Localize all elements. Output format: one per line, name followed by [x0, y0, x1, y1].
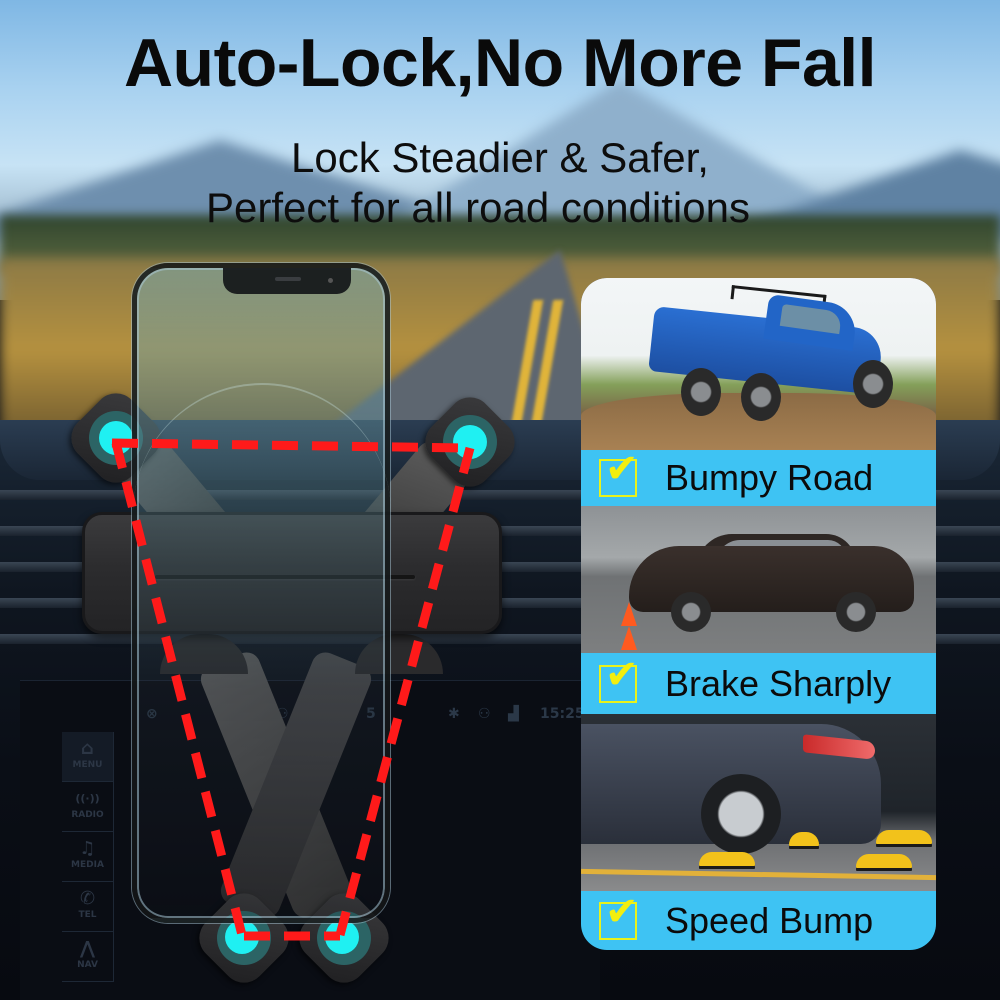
menu-label: TEL	[78, 910, 97, 920]
menu-item-radio[interactable]: ((·)) RADIO	[62, 782, 113, 832]
signal-icon: ▟	[508, 706, 519, 722]
feature-label: Brake Sharply	[665, 662, 892, 704]
photo-bumpy-road	[581, 278, 936, 450]
subtitle-line-1: Lock Steadier & Safer,	[291, 134, 709, 181]
menu-label: NAV	[77, 960, 98, 970]
menu-label: MENU	[72, 760, 103, 770]
bluetooth-icon: ✱	[448, 706, 460, 722]
smartphone	[132, 263, 391, 923]
features-card: ✔ Bumpy Road ✔ Brake Sharply ✔ Speed Bum…	[581, 278, 936, 950]
navigation-icon: ⋀	[79, 938, 96, 959]
checkmark-icon: ✔	[605, 888, 639, 935]
menu-item-menu[interactable]: ⌂ MENU	[62, 732, 113, 782]
infotainment-side-menu: ⌂ MENU ((·)) RADIO ♫ MEDIA ✆ TEL ⋀ NAV	[62, 732, 114, 982]
user-icon: ⚇	[478, 706, 491, 722]
phone-speaker	[275, 277, 301, 281]
headline-title: Auto-Lock,No More Fall	[123, 25, 877, 101]
feature-brake-sharply: ✔ Brake Sharply	[581, 653, 936, 714]
home-icon: ⌂	[81, 738, 94, 759]
menu-label: RADIO	[71, 810, 104, 820]
phone-notch	[223, 268, 351, 294]
phone-camera	[328, 278, 333, 283]
feature-speed-bump: ✔ Speed Bump	[581, 891, 936, 950]
menu-item-tel[interactable]: ✆ TEL	[62, 882, 113, 932]
checkbox-icon: ✔	[599, 892, 639, 940]
photo-speed-bump	[581, 714, 936, 891]
radio-icon: ((·))	[75, 792, 100, 805]
grip-contact-dot	[225, 920, 259, 954]
grip-contact-dot	[325, 920, 359, 954]
grip-contact-dot	[99, 421, 133, 455]
phone-icon: ✆	[79, 888, 96, 909]
feature-label: Bumpy Road	[665, 457, 874, 498]
feature-bumpy-road: ✔ Bumpy Road	[581, 449, 936, 506]
checkmark-icon: ✔	[605, 651, 639, 698]
wallpaper-arc	[133, 383, 391, 643]
clock-time: 15:25	[540, 706, 585, 722]
feature-label: Speed Bump	[665, 899, 874, 941]
menu-item-media[interactable]: ♫ MEDIA	[62, 832, 113, 882]
menu-label: MEDIA	[71, 860, 104, 870]
photo-brake-sharply	[581, 506, 936, 653]
checkmark-icon: ✔	[605, 446, 639, 492]
subtitle-line-2: Perfect for all road conditions	[206, 184, 750, 231]
grip-contact-dot	[453, 425, 487, 459]
music-note-icon: ♫	[79, 838, 96, 859]
checkbox-icon: ✔	[599, 449, 639, 497]
checkbox-icon: ✔	[599, 655, 639, 703]
menu-item-nav[interactable]: ⋀ NAV	[62, 932, 113, 982]
